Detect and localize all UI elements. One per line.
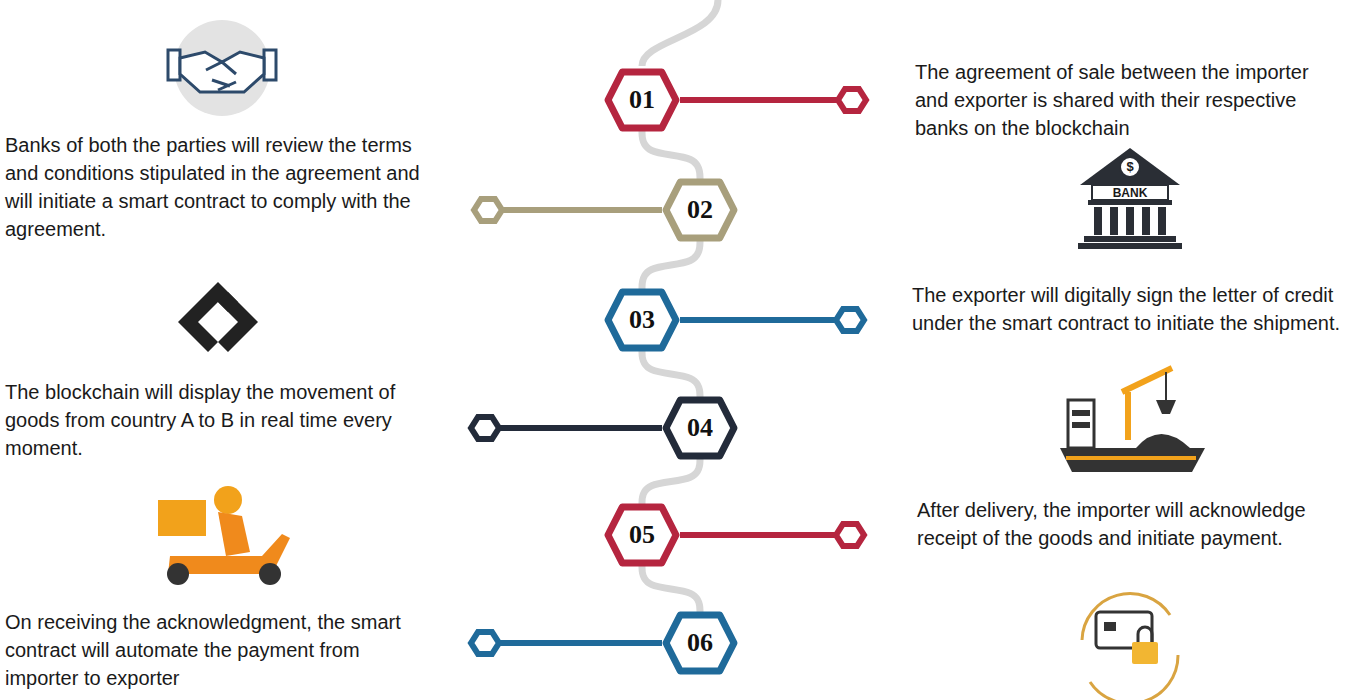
wave-connector xyxy=(642,563,700,615)
wave-connector xyxy=(642,238,700,292)
bank-icon xyxy=(1078,148,1182,249)
scooter-icon xyxy=(158,486,290,585)
step-hexagon: 02 xyxy=(662,178,738,242)
step-description: After delivery, the importer will acknow… xyxy=(917,496,1345,552)
step-number: 06 xyxy=(662,611,738,675)
step-description: The agreement of sale between the import… xyxy=(915,58,1343,142)
step-number: 05 xyxy=(604,503,680,567)
handshake-icon xyxy=(168,20,276,116)
step-hexagon: 04 xyxy=(662,396,738,460)
step-number: 03 xyxy=(604,288,680,352)
step-description: Banks of both the parties will review th… xyxy=(5,131,430,243)
step-description: The blockchain will display the movement… xyxy=(5,378,435,462)
step-description: The exporter will digitally sign the let… xyxy=(912,281,1344,337)
wave-connector xyxy=(642,456,700,507)
step-hexagon: 05 xyxy=(604,503,680,567)
step-number: 01 xyxy=(604,68,680,132)
step-number: 02 xyxy=(662,178,738,242)
icon-text: $ xyxy=(1118,159,1142,175)
step-description: On receiving the acknowledgment, the sma… xyxy=(5,608,430,692)
step-hexagon: 01 xyxy=(604,68,680,132)
icon-text: BANK xyxy=(1098,186,1162,200)
payment-icon xyxy=(1082,593,1178,700)
step-hexagon: 06 xyxy=(662,611,738,675)
step-number: 04 xyxy=(662,396,738,460)
step-hexagon: 03 xyxy=(604,288,680,352)
wave-line xyxy=(642,0,718,66)
pin-stems xyxy=(471,89,866,654)
wave-connector xyxy=(642,348,700,400)
ship-icon xyxy=(1060,368,1205,472)
wave-connector xyxy=(642,128,700,182)
blockchain-logo xyxy=(178,282,258,352)
